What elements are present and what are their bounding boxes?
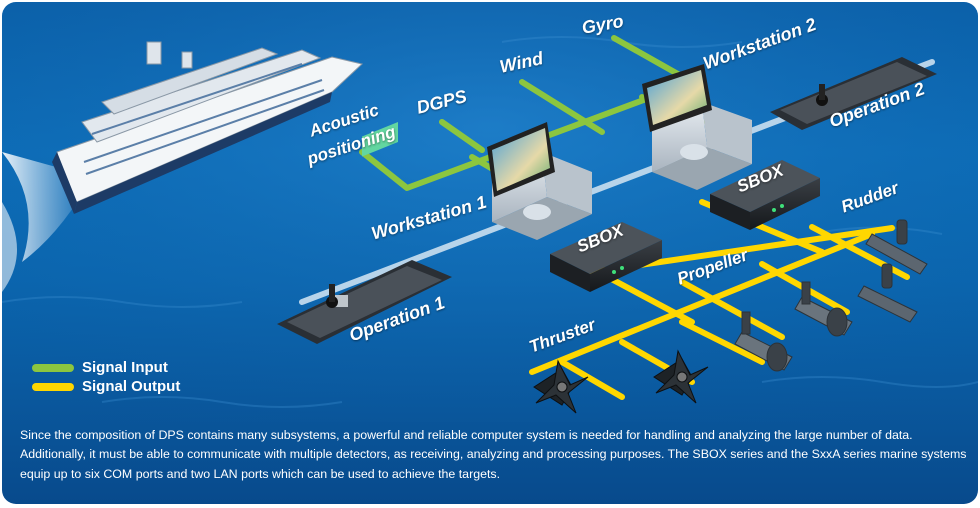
cruise-ship-image — [52, 41, 364, 214]
operation-2-console — [770, 57, 937, 130]
sbox-2-device — [710, 160, 820, 230]
legend-input-label: Signal Input — [82, 359, 168, 376]
legend-input-swatch — [32, 363, 74, 372]
caption-text: Since the composition of DPS contains ma… — [20, 428, 967, 481]
legend-output-label: Signal Output — [82, 378, 181, 395]
legend-output: Signal Output — [32, 378, 180, 395]
workstation-2 — [642, 64, 752, 190]
legend-output-swatch — [32, 382, 74, 391]
thruster-icons — [533, 349, 709, 414]
rudder-icons — [857, 219, 928, 323]
propeller-icons — [734, 281, 853, 372]
legend-input: Signal Input — [32, 359, 168, 376]
operation-1-console — [277, 122, 452, 344]
workstation-1 — [487, 122, 592, 240]
sbox-1-device — [550, 222, 662, 292]
